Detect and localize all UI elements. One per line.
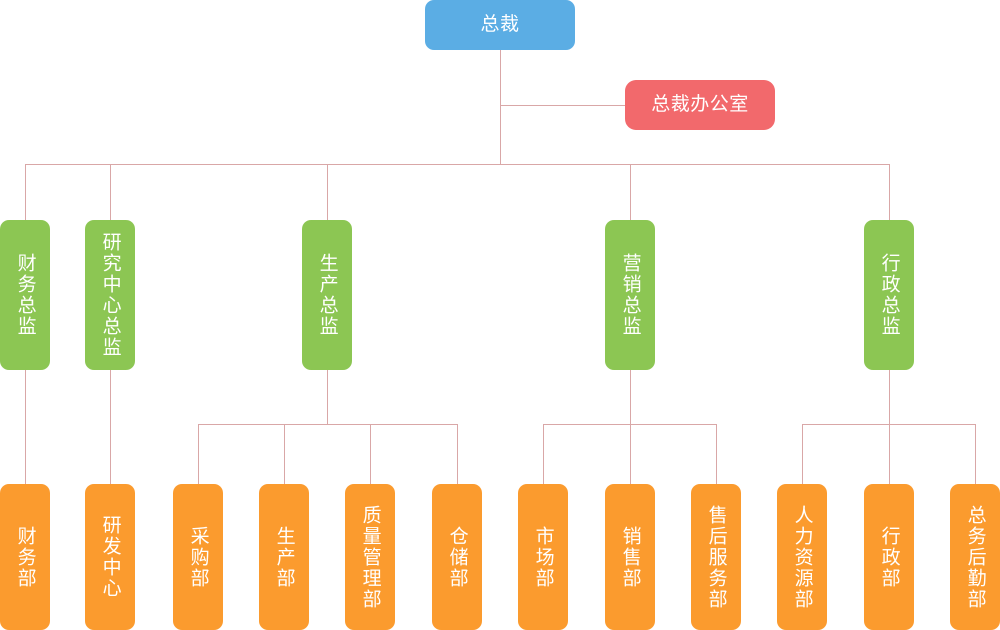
node-director[interactable]: 营销总监 — [605, 220, 655, 370]
node-department[interactable]: 行政部 — [864, 484, 914, 630]
node-department[interactable]: 研发中心 — [85, 484, 135, 630]
node-director[interactable]: 研究中心总监 — [85, 220, 135, 370]
node-director[interactable]: 生产总监 — [302, 220, 352, 370]
node-department[interactable]: 仓储部 — [432, 484, 482, 630]
node-director[interactable]: 财务总监 — [0, 220, 50, 370]
node-department[interactable]: 总务后勤部 — [950, 484, 1000, 630]
node-president-office[interactable]: 总裁办公室 — [625, 80, 775, 130]
node-department[interactable]: 质量管理部 — [345, 484, 395, 630]
node-director[interactable]: 行政总监 — [864, 220, 914, 370]
node-department[interactable]: 采购部 — [173, 484, 223, 630]
node-department[interactable]: 生产部 — [259, 484, 309, 630]
node-department[interactable]: 市场部 — [518, 484, 568, 630]
node-department[interactable]: 人力资源部 — [777, 484, 827, 630]
node-president[interactable]: 总裁 — [425, 0, 575, 50]
node-department[interactable]: 售后服务部 — [691, 484, 741, 630]
node-department[interactable]: 财务部 — [0, 484, 50, 630]
node-department[interactable]: 销售部 — [605, 484, 655, 630]
